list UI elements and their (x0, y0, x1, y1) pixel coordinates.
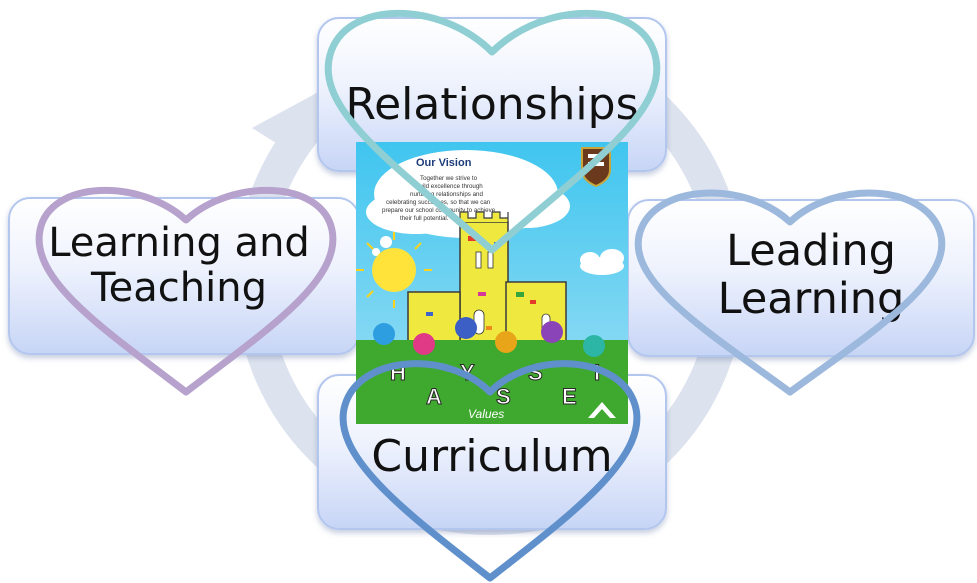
value-letter-y: Y (460, 360, 475, 385)
node-curriculum-label: Curriculum (371, 431, 613, 483)
school-crest-icon (581, 147, 611, 188)
node-learning-and-teaching: Learning and Teaching (8, 197, 360, 355)
cycle-arrowhead (252, 90, 322, 158)
poster-vision-line-1: Together we strive to (420, 175, 478, 182)
node-learning-label-line1: Learning and (48, 220, 310, 267)
node-learning-label-line2: Teaching (91, 265, 267, 311)
value-letter-i: I (594, 360, 600, 385)
poster-vision-line-6: their full potential. (400, 215, 449, 222)
poster-illustration: Our Vision Together we strive to build e… (356, 142, 628, 424)
poster-title: Our Vision (416, 157, 472, 169)
node-leading-learning: Leading Learning (627, 199, 975, 357)
poster-vision-line-4: celebrating successes, so that we can (386, 199, 491, 206)
school-vision-poster: Our Vision Together we strive to build e… (356, 142, 628, 424)
value-letter-h: H (390, 360, 406, 385)
node-leading-label-line1: Leading (726, 225, 896, 276)
value-letter-e: E (562, 384, 577, 409)
value-flowers (373, 317, 605, 357)
poster-vision-line-3: nurturing relationships and (410, 191, 483, 198)
poster-values-label: Values (468, 407, 504, 421)
node-relationships-label: Relationships (345, 78, 639, 130)
poster-vision-line-2: build excellence through (416, 183, 483, 190)
value-letter-a: A (426, 384, 442, 409)
value-letter-s-bottom: S (496, 384, 511, 409)
value-letter-s-top: S (528, 360, 543, 385)
node-leading-label-line2: Learning (717, 274, 905, 324)
